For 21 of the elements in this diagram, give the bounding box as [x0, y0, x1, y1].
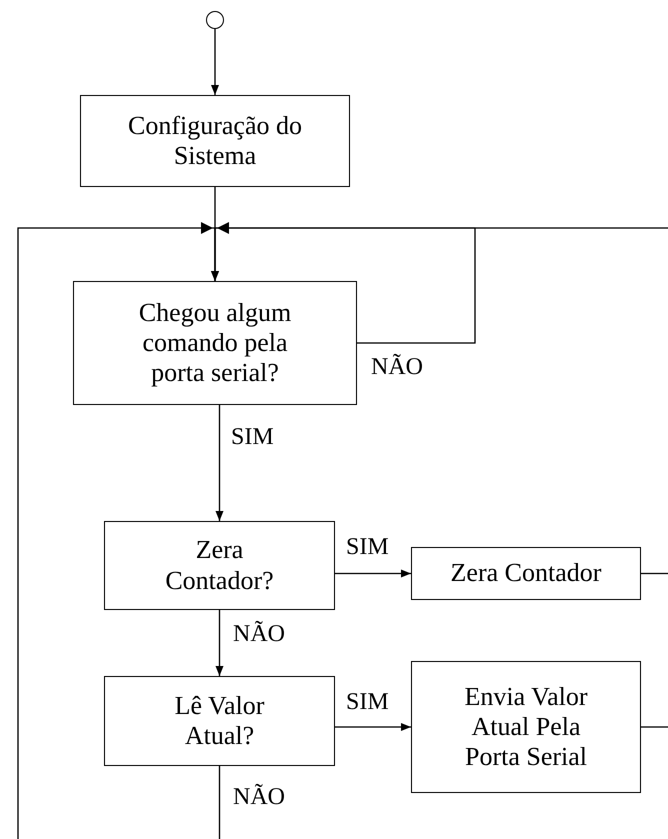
- arrow: [335, 723, 411, 731]
- node-text: Lê Valor Atual?: [174, 690, 266, 752]
- arrow: [211, 29, 219, 95]
- node-text: Zera Contador: [450, 558, 602, 589]
- node-text: Chegou algum comando pela porta serial?: [138, 298, 292, 388]
- process-box: [411, 661, 641, 793]
- connector-line: [641, 572, 668, 574]
- connector-line: [218, 766, 220, 839]
- arrow: [216, 405, 224, 521]
- arrow: [335, 570, 411, 578]
- process-box: [104, 521, 335, 610]
- arrow: [216, 610, 224, 676]
- process-box: [411, 547, 641, 600]
- start-circle: [206, 11, 224, 29]
- process-box: [104, 676, 335, 766]
- node-text: Zera Contador?: [164, 535, 275, 596]
- process-box: [73, 281, 357, 405]
- process-box: [80, 95, 350, 187]
- node-text: Envia Valor Atual Pela Porta Serial: [464, 682, 588, 772]
- connector-line: [641, 726, 668, 728]
- node-text: Configuração do Sistema: [126, 110, 303, 172]
